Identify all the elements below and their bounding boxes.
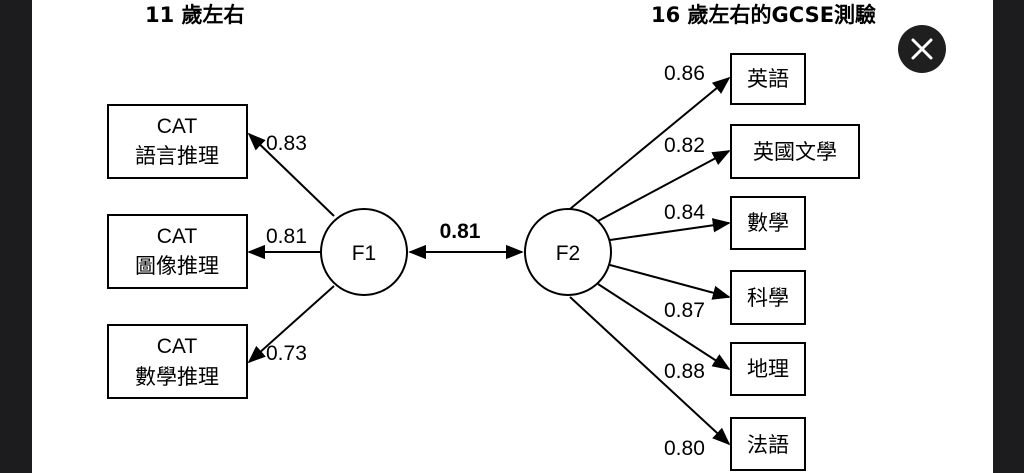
viewer-left-margin xyxy=(0,0,32,473)
factor-f1-label: F1 xyxy=(352,242,377,265)
correlation-value: 0.81 xyxy=(440,220,481,243)
close-icon xyxy=(911,38,933,60)
left-box-nonverbal: CAT 圖像推理 xyxy=(107,214,248,289)
right-box-mathematics-label: 數學 xyxy=(747,211,789,235)
left-box-verbal-line1: CAT xyxy=(157,115,198,138)
left-column-title: 11 歲左右 xyxy=(145,3,245,27)
viewer-right-margin xyxy=(993,0,1024,473)
loading-quantitative: 0.73 xyxy=(266,342,307,365)
factor-f1: F1 xyxy=(320,208,408,296)
left-box-nonverbal-line1: CAT xyxy=(157,225,198,248)
right-box-science-label: 科學 xyxy=(747,286,789,310)
right-column-title: 16 歲左右的GCSE測驗 xyxy=(651,3,876,27)
arrow-f2-english xyxy=(569,76,731,210)
left-box-quantitative-line2: 數學推理 xyxy=(135,365,219,389)
right-box-french-label: 法語 xyxy=(747,433,789,457)
arrow-f1-quantitative xyxy=(247,285,335,364)
arrow-f1-verbal xyxy=(247,132,335,217)
right-box-english-literature: 英國文學 xyxy=(730,124,860,179)
left-box-verbal: CAT 語言推理 xyxy=(107,104,248,179)
arrow-f2-french xyxy=(569,296,731,446)
loading-english: 0.86 xyxy=(664,62,705,85)
loading-english-literature: 0.82 xyxy=(664,134,705,157)
left-box-quantitative: CAT 數學推理 xyxy=(107,324,248,399)
right-box-geography-label: 地理 xyxy=(747,357,789,381)
right-box-english-label: 英語 xyxy=(747,67,789,91)
right-box-mathematics: 數學 xyxy=(730,196,806,250)
left-box-nonverbal-line2: 圖像推理 xyxy=(135,254,219,278)
right-box-english: 英語 xyxy=(730,53,806,105)
left-box-verbal-line2: 語言推理 xyxy=(135,144,219,168)
right-box-french: 法語 xyxy=(730,417,806,471)
loading-verbal: 0.83 xyxy=(266,132,307,155)
loading-science: 0.87 xyxy=(664,299,705,322)
loading-nonverbal: 0.81 xyxy=(266,225,307,248)
loading-french: 0.80 xyxy=(664,437,705,460)
loading-geography: 0.88 xyxy=(664,360,705,383)
right-box-english-literature-label: 英國文學 xyxy=(753,140,837,164)
loading-mathematics: 0.84 xyxy=(664,201,705,224)
arrow-f2-science xyxy=(609,264,731,300)
right-box-science: 科學 xyxy=(730,270,806,325)
arrow-f2-english-literature xyxy=(597,150,731,222)
right-box-geography: 地理 xyxy=(730,342,806,396)
factor-f2-label: F2 xyxy=(556,242,581,265)
left-box-quantitative-line1: CAT xyxy=(157,335,198,358)
close-button[interactable] xyxy=(898,25,946,73)
factor-f2: F2 xyxy=(524,208,612,296)
arrow-f2-mathematics xyxy=(609,218,731,241)
arrow-f2-geography xyxy=(597,283,731,370)
